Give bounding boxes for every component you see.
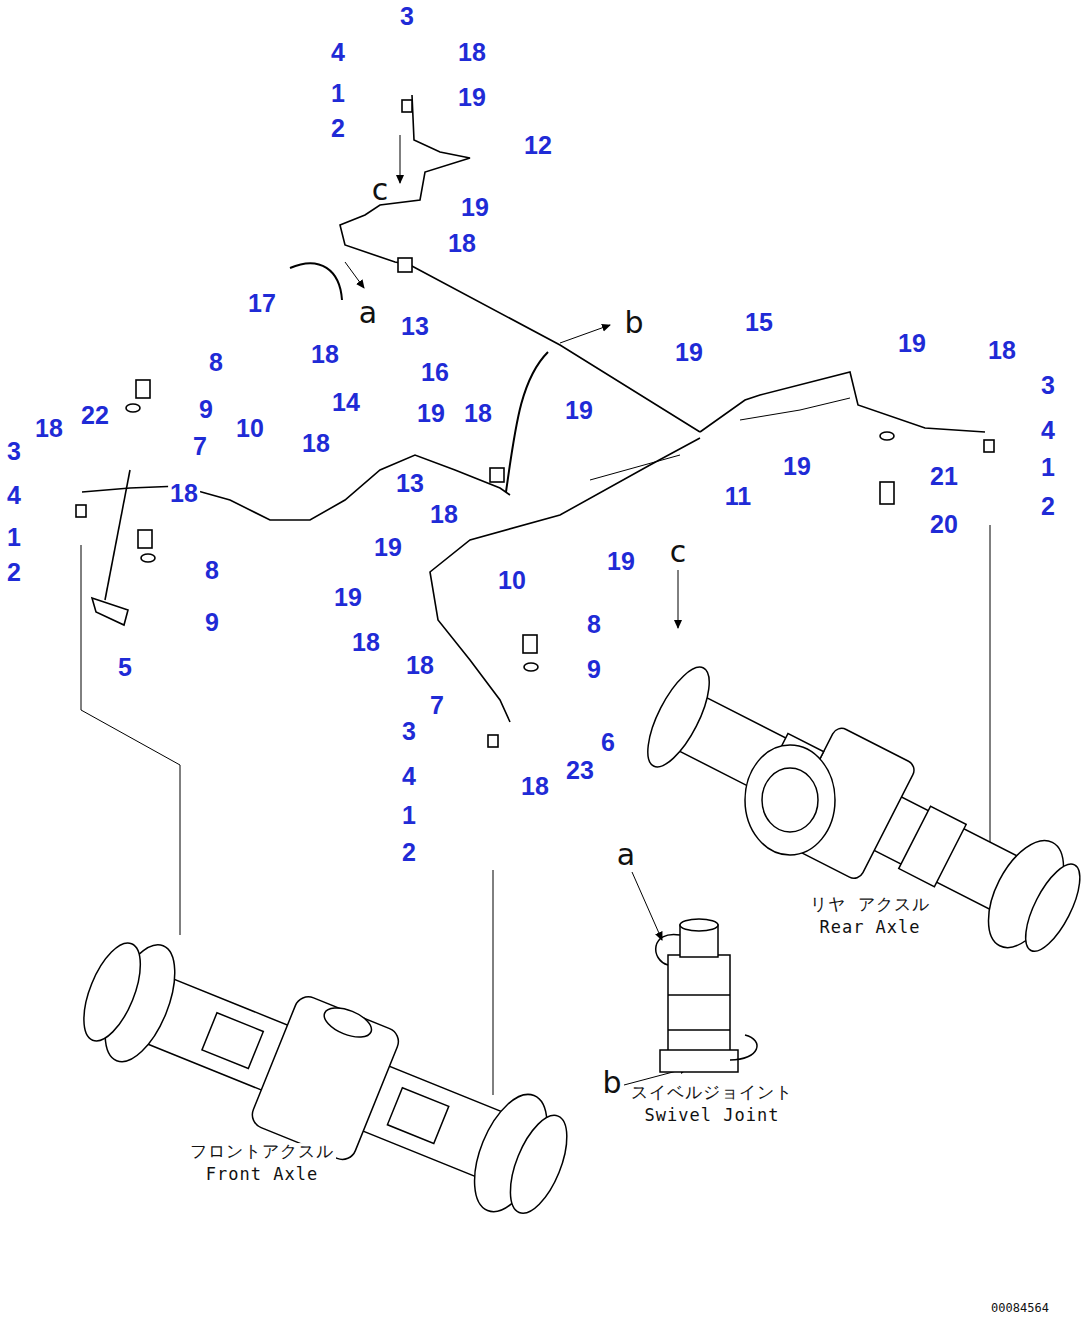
callout-number: 11 bbox=[723, 483, 753, 509]
callout-number: 4 bbox=[5, 482, 23, 508]
callout-number: 3 bbox=[400, 718, 418, 744]
reference-letter: c bbox=[668, 536, 689, 568]
callout-number: 6 bbox=[599, 729, 617, 755]
callout-number: 19 bbox=[563, 397, 595, 423]
front-axle bbox=[65, 917, 585, 1237]
callout-number: 19 bbox=[415, 400, 447, 426]
reference-letter: a bbox=[615, 839, 637, 871]
brake-piping bbox=[76, 95, 994, 747]
callout-number: 1 bbox=[329, 80, 347, 106]
callout-number: 17 bbox=[246, 290, 278, 316]
callout-number: 18 bbox=[446, 230, 478, 256]
callout-number: 22 bbox=[79, 402, 111, 428]
drawing-code: 00084564 bbox=[989, 1302, 1051, 1315]
callout-number: 7 bbox=[191, 433, 209, 459]
callout-number: 9 bbox=[197, 396, 215, 422]
component-name: スイベルジョイント bbox=[629, 1084, 795, 1102]
callout-number: 19 bbox=[673, 339, 705, 365]
callout-number: 2 bbox=[1039, 493, 1057, 519]
callout-number: 18 bbox=[456, 39, 488, 65]
callout-number: 19 bbox=[781, 453, 813, 479]
callout-number: 1 bbox=[1039, 454, 1057, 480]
callout-number: 14 bbox=[330, 389, 362, 415]
callout-number: 7 bbox=[428, 692, 446, 718]
callout-number: 3 bbox=[1039, 372, 1057, 398]
callout-number: 23 bbox=[564, 757, 596, 783]
callout-number: 18 bbox=[309, 341, 341, 367]
callout-number: 4 bbox=[329, 39, 347, 65]
callout-number: 2 bbox=[400, 839, 418, 865]
callout-number: 13 bbox=[399, 313, 431, 339]
callout-number: 4 bbox=[400, 763, 418, 789]
callout-number: 18 bbox=[519, 773, 551, 799]
callout-number: 18 bbox=[404, 652, 436, 678]
reference-letter: b bbox=[622, 307, 645, 339]
callout-number: 13 bbox=[394, 470, 426, 496]
callout-number: 9 bbox=[585, 656, 603, 682]
callout-number: 20 bbox=[928, 511, 960, 537]
callout-number: 2 bbox=[5, 559, 23, 585]
callout-number: 4 bbox=[1039, 417, 1057, 443]
rear-axle bbox=[631, 650, 1090, 974]
callout-number: 10 bbox=[496, 567, 528, 593]
leader-lines bbox=[81, 135, 990, 1095]
callout-number: 3 bbox=[5, 438, 23, 464]
callout-number: 10 bbox=[234, 415, 266, 441]
callout-number: 19 bbox=[459, 194, 491, 220]
callout-number: 18 bbox=[168, 480, 200, 506]
swivel-joint bbox=[656, 919, 757, 1072]
callout-number: 21 bbox=[928, 463, 960, 489]
callout-number: 1 bbox=[5, 524, 23, 550]
callout-number: 16 bbox=[419, 359, 451, 385]
callout-number: 19 bbox=[332, 584, 364, 610]
component-name: Front Axle bbox=[204, 1166, 320, 1184]
callout-number: 18 bbox=[986, 337, 1018, 363]
callout-number: 19 bbox=[372, 534, 404, 560]
callout-number: 18 bbox=[300, 430, 332, 456]
component-name: Swivel Joint bbox=[643, 1107, 782, 1125]
callout-number: 18 bbox=[350, 629, 382, 655]
callout-number: 1 bbox=[400, 802, 418, 828]
reference-letter: a bbox=[357, 297, 379, 329]
component-name: Rear Axle bbox=[817, 919, 922, 937]
callout-number: 9 bbox=[203, 609, 221, 635]
callout-number: 8 bbox=[585, 611, 603, 637]
callout-number: 5 bbox=[116, 654, 134, 680]
callout-number: 8 bbox=[207, 349, 225, 375]
callout-number: 18 bbox=[33, 415, 65, 441]
callout-number: 12 bbox=[522, 132, 554, 158]
reference-letter: b bbox=[600, 1067, 623, 1099]
callout-number: 15 bbox=[743, 309, 775, 335]
callout-number: 19 bbox=[605, 548, 637, 574]
callout-number: 19 bbox=[896, 330, 928, 356]
callout-number: 3 bbox=[398, 3, 416, 29]
callout-number: 8 bbox=[203, 557, 221, 583]
component-name: リヤ アクスル bbox=[808, 896, 931, 914]
reference-letter: c bbox=[370, 174, 391, 206]
callout-number: 18 bbox=[462, 400, 494, 426]
callout-number: 2 bbox=[329, 115, 347, 141]
callout-number: 18 bbox=[428, 501, 460, 527]
component-name: フロントアクスル bbox=[188, 1143, 336, 1161]
callout-number: 19 bbox=[456, 84, 488, 110]
